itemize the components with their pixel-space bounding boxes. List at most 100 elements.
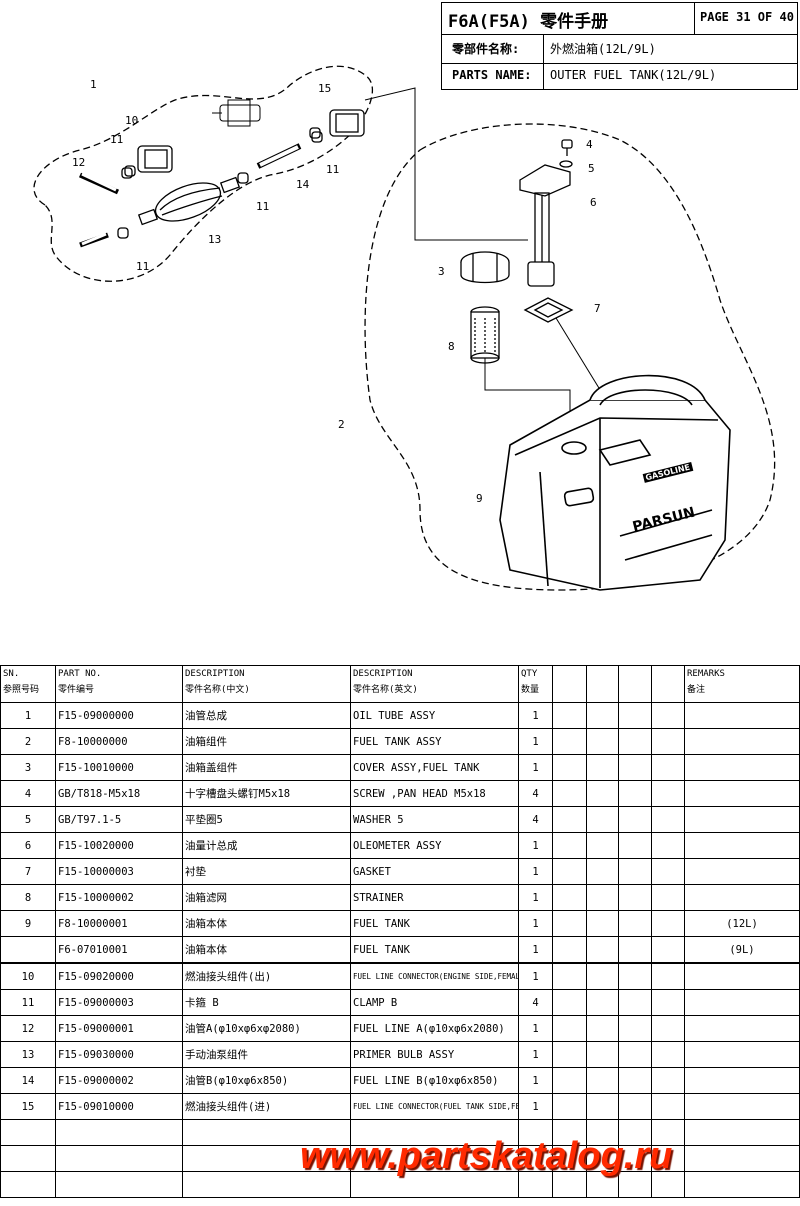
oleometer-6-shape [519,164,571,287]
cell-qty: 4 [518,806,553,833]
callout-6: 6 [590,196,597,209]
cell-part-no: F6-07010001 [55,936,183,964]
cell-blank [586,1015,619,1042]
clamps-11-shape [117,127,321,239]
cell-blank [552,728,587,755]
cell-sn: 7 [0,858,56,885]
cell-qty: 1 [518,1067,553,1094]
cell-blank [182,1119,351,1146]
cell-blank [618,1041,652,1068]
cell-part-no: F8-10000000 [55,728,183,755]
cell-blank [586,858,619,885]
blank-col-b [586,665,619,703]
qty-en: QTY [521,669,538,679]
cell-blank [586,780,619,807]
fuel-line-12-shape [78,172,120,248]
callout-11c: 11 [256,200,270,213]
cell-blank [552,1041,587,1068]
cell-part-no: F15-10020000 [55,832,183,859]
cell-desc-cn: 油箱盖组件 [182,754,351,781]
sn-cn: 参照号码 [3,685,40,695]
callout-2: 2 [338,418,345,431]
cell-blank [651,832,685,859]
cell-blank [552,1067,587,1094]
cell-blank [0,1119,56,1146]
cell-blank [586,702,619,729]
cell-part-no: F8-10000001 [55,910,183,937]
rem-en: REMARKS [687,669,725,679]
cell-blank [552,1119,587,1146]
cell-desc-en: OLEOMETER ASSY [350,832,519,859]
cn-parts-label: 零部件名称: [452,42,520,56]
spare-connector [212,99,261,127]
cell-part-no: F15-09000002 [55,1067,183,1094]
cn-parts-name: 外燃油箱(12L/9L) [550,42,656,56]
cell-qty: 1 [518,832,553,859]
cell-qty: 4 [518,989,553,1016]
cell-remarks: (9L) [684,936,800,964]
cell-blank [586,728,619,755]
cell-desc-en: WASHER 5 [350,806,519,833]
washer-5-shape [559,160,573,168]
cell-qty: 1 [518,884,553,911]
cell-desc-en: FUEL TANK [350,910,519,937]
cell-qty: 1 [518,702,553,729]
cell-desc-cn: 油管总成 [182,702,351,729]
cell-qty: 1 [518,910,553,937]
cell-blank [651,1015,685,1042]
cell-blank [552,1015,587,1042]
header-row-cn: 零部件名称: 外燃油箱(12L/9L) [442,34,797,64]
cell-part-no: F15-09030000 [55,1041,183,1068]
cell-sn: 4 [0,780,56,807]
watermark: www.partskatalog.ru [300,1135,673,1177]
cell-part-no: F15-09000003 [55,989,183,1016]
manual-title: F6A(F5A) 零件手册 [448,12,609,32]
blank-col-d [651,665,685,703]
cell-blank [552,780,587,807]
cell-desc-cn: 油箱组件 [182,728,351,755]
cell-blank [651,858,685,885]
col-sn-header: SN.参照号码 [0,665,56,703]
cell-remarks [684,1093,800,1120]
cell-qty: 1 [518,962,553,990]
callout-7: 7 [594,302,601,315]
cell-desc-cn: 燃油接头组件(进) [182,1093,351,1120]
cell-blank [586,754,619,781]
cell-part-no: F15-10000003 [55,858,183,885]
cell-blank [55,1171,183,1198]
cell-blank [651,1093,685,1120]
cell-blank [552,936,587,964]
cell-qty: 1 [518,1041,553,1068]
header-row-title: F6A(F5A) 零件手册 PAGE 31 OF 40 [442,3,797,35]
cell-blank [651,936,685,964]
cell-blank [651,884,685,911]
desc-cn-en: DESCRIPTION [185,669,245,679]
exploded-diagram [33,65,776,591]
cell-blank [651,1067,685,1094]
fuel-tank-9-shape [499,374,731,591]
cell-desc-en: FUEL LINE CONNECTOR(FUEL TANK SIDE,FEMAL… [350,1093,519,1120]
cell-qty: 1 [518,754,553,781]
cell-blank [55,1119,183,1146]
cell-blank [618,754,652,781]
cell-desc-en: COVER ASSY,FUEL TANK [350,754,519,781]
header-row-en: PARTS NAME: OUTER FUEL TANK(12L/9L) [442,63,797,90]
cell-part-no: F15-09000001 [55,1015,183,1042]
pn-cn: 零件编号 [58,685,95,695]
screw-4-shape [561,139,573,156]
cell-blank [586,1041,619,1068]
cell-qty: 4 [518,780,553,807]
callout-3: 3 [438,265,445,278]
cell-blank [618,989,652,1016]
cell-remarks [684,989,800,1016]
